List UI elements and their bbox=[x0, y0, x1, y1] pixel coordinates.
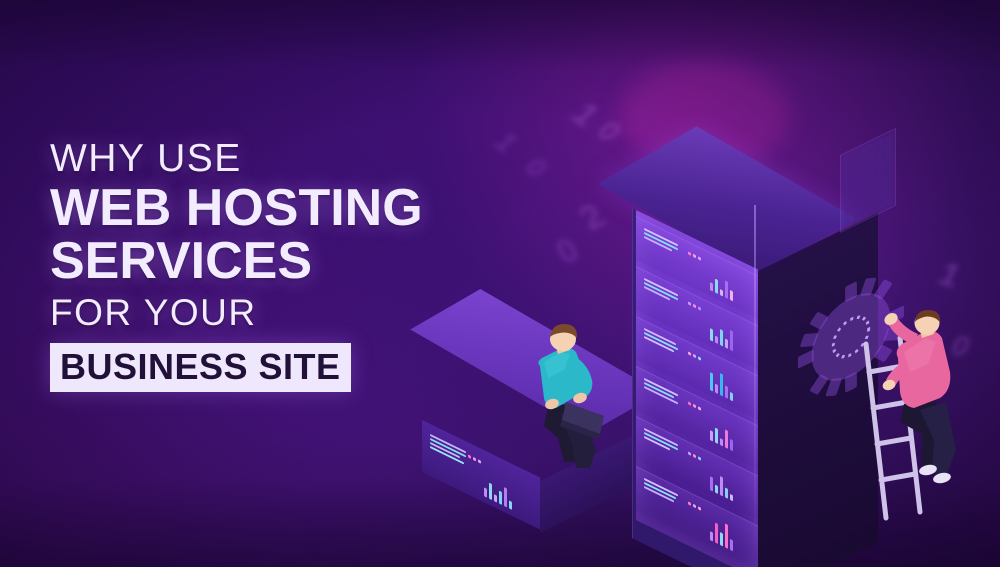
headline-line-1: WHY USE bbox=[50, 137, 242, 180]
server-cabinet-corner-edge bbox=[754, 205, 756, 545]
headline-highlight-box: BUSINESS SITE bbox=[50, 343, 351, 392]
server-block-equalizer bbox=[484, 477, 512, 510]
headline-highlight-text: BUSINESS SITE bbox=[60, 346, 341, 387]
vent-grille bbox=[840, 127, 896, 233]
headline-line-3: SERVICES bbox=[50, 232, 313, 290]
climbing-technician bbox=[882, 310, 956, 484]
headline-line-4: FOR YOUR bbox=[50, 292, 257, 333]
server-block-indicator-bars bbox=[430, 433, 466, 466]
headline-block: WHY USE WEB HOSTING SERVICES FOR YOUR BU… bbox=[50, 138, 510, 392]
server-block-status-dots bbox=[468, 454, 481, 464]
seated-technician bbox=[538, 324, 604, 468]
server-rack-shelves bbox=[636, 210, 758, 567]
headline-line-2: WEB HOSTING bbox=[50, 179, 423, 237]
